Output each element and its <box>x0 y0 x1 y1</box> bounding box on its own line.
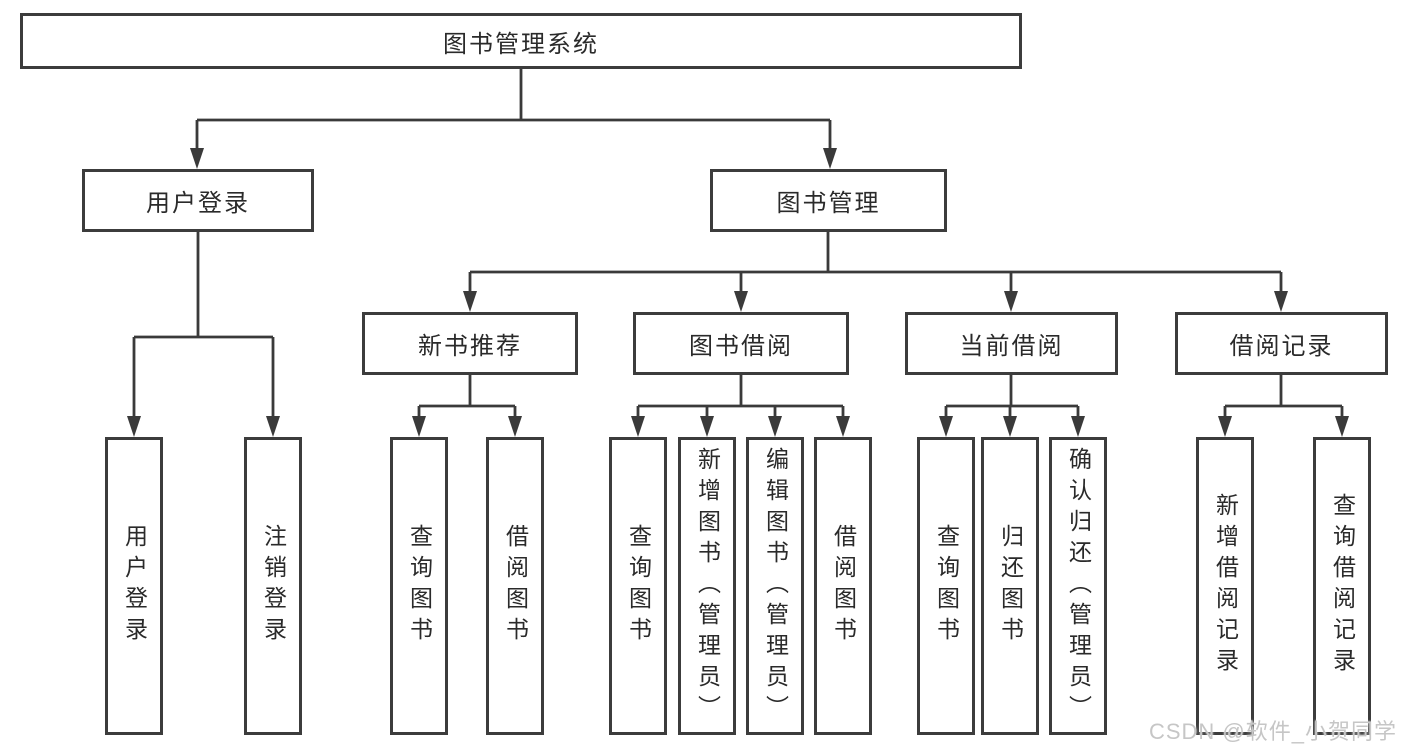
leaf-add-books-admin: 新增图书（管理员） <box>678 437 736 735</box>
leaf-query-books-current: 查询图书 <box>917 437 975 735</box>
leaf-add-books-admin-label: 新增图书（管理员） <box>694 446 721 726</box>
node-book-management: 图书管理 <box>710 169 947 232</box>
leaf-user-login: 用户登录 <box>105 437 163 735</box>
node-current-borrowing: 当前借阅 <box>905 312 1118 375</box>
leaf-confirm-return-admin: 确认归还（管理员） <box>1049 437 1107 735</box>
node-book-borrowing-label: 图书借阅 <box>689 333 793 360</box>
leaf-add-borrow-record: 新增借阅记录 <box>1196 437 1254 735</box>
node-user-login: 用户登录 <box>82 169 314 232</box>
leaf-logout-label: 注销登录 <box>260 524 287 648</box>
leaf-user-login-label: 用户登录 <box>121 524 148 648</box>
leaf-return-books: 归还图书 <box>981 437 1039 735</box>
node-new-book-recommend: 新书推荐 <box>362 312 578 375</box>
node-library-management-system-label: 图书管理系统 <box>443 30 599 58</box>
leaf-borrow-books-label: 借阅图书 <box>830 524 857 648</box>
leaf-borrow-books: 借阅图书 <box>814 437 872 735</box>
leaf-query-books-recommend-label: 查询图书 <box>406 524 433 648</box>
node-borrowing-records: 借阅记录 <box>1175 312 1388 375</box>
node-book-borrowing: 图书借阅 <box>633 312 849 375</box>
leaf-edit-books-admin: 编辑图书（管理员） <box>746 437 804 735</box>
arrowheads <box>127 148 1349 437</box>
leaf-query-books-borrowing-label: 查询图书 <box>625 524 652 648</box>
leaf-query-books-borrowing: 查询图书 <box>609 437 667 735</box>
node-user-login-label: 用户登录 <box>146 190 250 217</box>
leaf-query-borrow-record-label: 查询借阅记录 <box>1329 493 1356 679</box>
csdn-watermark: CSDN @软件_小贺同学 <box>1148 719 1397 744</box>
leaf-return-books-label: 归还图书 <box>997 524 1024 648</box>
leaf-query-books-current-label: 查询图书 <box>933 524 960 648</box>
node-new-book-recommend-label: 新书推荐 <box>418 333 522 360</box>
leaf-borrow-books-recommend-label: 借阅图书 <box>502 524 529 648</box>
leaf-confirm-return-admin-label: 确认归还（管理员） <box>1065 446 1092 726</box>
leaf-add-borrow-record-label: 新增借阅记录 <box>1212 493 1239 679</box>
leaf-borrow-books-recommend: 借阅图书 <box>486 437 544 735</box>
node-book-management-label: 图书管理 <box>776 190 881 217</box>
leaf-logout: 注销登录 <box>244 437 302 735</box>
node-library-management-system: 图书管理系统 <box>20 13 1022 69</box>
node-current-borrowing-label: 当前借阅 <box>959 333 1064 360</box>
leaf-edit-books-admin-label: 编辑图书（管理员） <box>762 446 789 726</box>
leaf-query-borrow-record: 查询借阅记录 <box>1313 437 1371 735</box>
leaf-query-books-recommend: 查询图书 <box>390 437 448 735</box>
node-borrowing-records-label: 借阅记录 <box>1229 333 1334 360</box>
